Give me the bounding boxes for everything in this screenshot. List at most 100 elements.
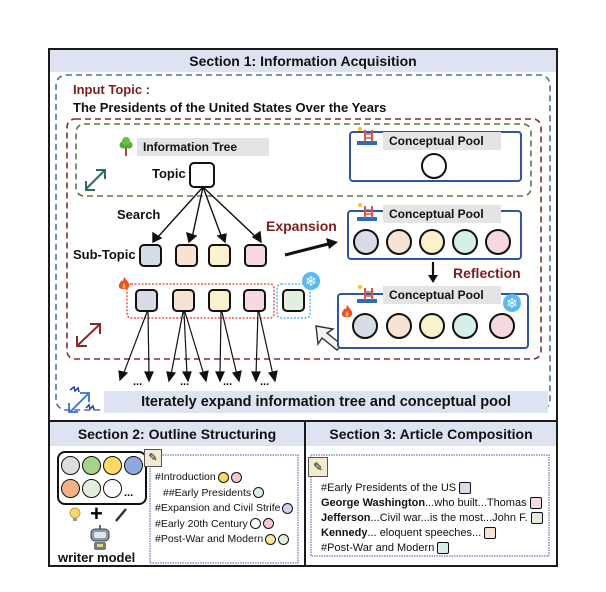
outline-item: #Expansion and Civil Strife: [155, 501, 294, 517]
expand-icon-red: [76, 323, 101, 347]
pool-ladder-icon: [357, 127, 377, 147]
diagram-frame: [48, 48, 558, 567]
article-line-bold: George Washington: [321, 497, 426, 509]
conceptual-pool-label: Conceptual Pool: [383, 132, 501, 150]
source-marker: [529, 497, 542, 510]
input-topic-label: Input Topic :: [73, 82, 151, 97]
plus-icon: +: [90, 501, 103, 526]
palette-concept: [61, 456, 80, 475]
outline-item: #Introduction: [155, 470, 242, 486]
frozen-concept-node[interactable]: [489, 313, 515, 339]
concept-dot: [262, 518, 274, 530]
red-dashed-box: [66, 118, 542, 360]
conceptual-pool-label: Conceptual Pool: [383, 286, 501, 304]
frozen-subtopic-group: [276, 283, 311, 319]
article-line: Kennedy... eloquent speeches...: [321, 526, 497, 542]
active-concept-node[interactable]: [419, 313, 445, 339]
palette-ellipsis: ...: [124, 487, 134, 499]
section2-header: Section 2: Outline Structuring: [50, 422, 304, 446]
subtopic-node[interactable]: [208, 244, 231, 267]
ellipsis: ...: [223, 376, 233, 388]
source-marker: [437, 542, 450, 555]
empty-concept[interactable]: [421, 153, 447, 179]
reflection-label: Reflection: [453, 265, 521, 281]
source-marker: [484, 527, 497, 540]
outline-item-text: #Post-War and Modern: [155, 533, 264, 545]
ellipsis: ...: [133, 376, 143, 388]
active-subtopic-node[interactable]: [243, 289, 266, 312]
active-concept-node[interactable]: [386, 313, 412, 339]
concept-node[interactable]: [452, 229, 478, 255]
outline-item-text: #Introduction: [155, 471, 216, 483]
active-concept-node[interactable]: [452, 313, 478, 339]
article-line-bold: Jefferson: [321, 512, 371, 524]
active-subtopic-group: [126, 283, 275, 319]
palette-concept: [124, 456, 143, 475]
active-concept-node[interactable]: [352, 313, 378, 339]
outline-item: #Post-War and Modern: [155, 532, 290, 548]
palette-concept: [82, 479, 101, 498]
concept-node[interactable]: [485, 229, 511, 255]
outline-item-text: #Expansion and Civil Strife: [155, 502, 281, 514]
notepad-icon: ✎: [144, 449, 162, 467]
palette-concept: [103, 456, 122, 475]
robot-icon: [88, 525, 112, 551]
tree-icon: [119, 137, 133, 157]
concept-dot: [282, 502, 294, 514]
descend-arrows: [118, 311, 278, 383]
active-subtopic-node[interactable]: [135, 289, 158, 312]
section3-header: Section 3: Article Composition: [306, 422, 556, 446]
article-line: Jefferson...Civil war...is the most...Jo…: [321, 511, 543, 527]
palette-concept: [61, 479, 80, 498]
outline-box: [149, 454, 299, 564]
concept-dot: [253, 487, 265, 499]
outline-item-text: #Early 20th Century: [155, 517, 248, 530]
subtopic-label: Sub-Topic: [73, 247, 136, 262]
fire-icon: [118, 277, 130, 291]
article-line-text: ...Civil war...is the most...John F.: [370, 512, 528, 524]
concept-dot: [265, 533, 277, 545]
source-marker: [459, 482, 472, 495]
pencil-icon: [114, 507, 128, 523]
active-subtopic-node[interactable]: [172, 289, 195, 312]
concept-dot: [230, 471, 242, 483]
notepad-icon: ✎: [308, 457, 328, 477]
fire-icon: [341, 305, 353, 319]
expansion-arrow: [284, 238, 338, 257]
concept-node[interactable]: [419, 229, 445, 255]
subtopic-node[interactable]: [139, 244, 162, 267]
outline-item: ##Early Presidents: [163, 486, 265, 502]
concept-dot: [249, 518, 261, 530]
concept-node[interactable]: [386, 229, 412, 255]
article-line-text: ...who built...Thomas: [425, 497, 527, 509]
search-label: Search: [117, 207, 161, 222]
article-line: #Post-War and Modern: [321, 541, 450, 557]
writer-model-label: writer model: [58, 550, 136, 565]
topic-node[interactable]: [189, 162, 215, 188]
snowflake-icon: ❄: [302, 272, 320, 290]
article-line-text: #Early Presidents of the US: [321, 482, 457, 494]
input-topic-value: The Presidents of the United States Over…: [73, 100, 387, 115]
subtopic-node[interactable]: [175, 244, 198, 267]
lightbulb-icon: [68, 507, 82, 523]
concept-node[interactable]: [353, 229, 379, 255]
section-vertical-divider: [304, 420, 306, 567]
information-tree-label: Information Tree: [137, 138, 269, 156]
iterate-icon: [68, 385, 95, 413]
article-line-text: #Post-War and Modern: [321, 542, 435, 554]
outline-item: #Early 20th Century: [155, 517, 274, 533]
ellipsis: ...: [260, 376, 270, 388]
concept-dot: [278, 533, 290, 545]
frozen-subtopic-node[interactable]: [282, 289, 305, 312]
reflection-arrow: [428, 262, 438, 283]
article-line-bold: Kennedy: [321, 527, 368, 539]
subtopic-node[interactable]: [244, 244, 267, 267]
pool-ladder-icon: [357, 285, 377, 305]
expansion-label: Expansion: [266, 218, 337, 234]
section1-header: Section 1: Information Acquisition: [50, 50, 556, 72]
conceptual-pool-label: Conceptual Pool: [383, 205, 501, 223]
palette-concept: [103, 479, 122, 498]
section-divider: [48, 420, 558, 422]
active-subtopic-node[interactable]: [208, 289, 231, 312]
article-line-text: ... eloquent speeches...: [367, 527, 482, 539]
